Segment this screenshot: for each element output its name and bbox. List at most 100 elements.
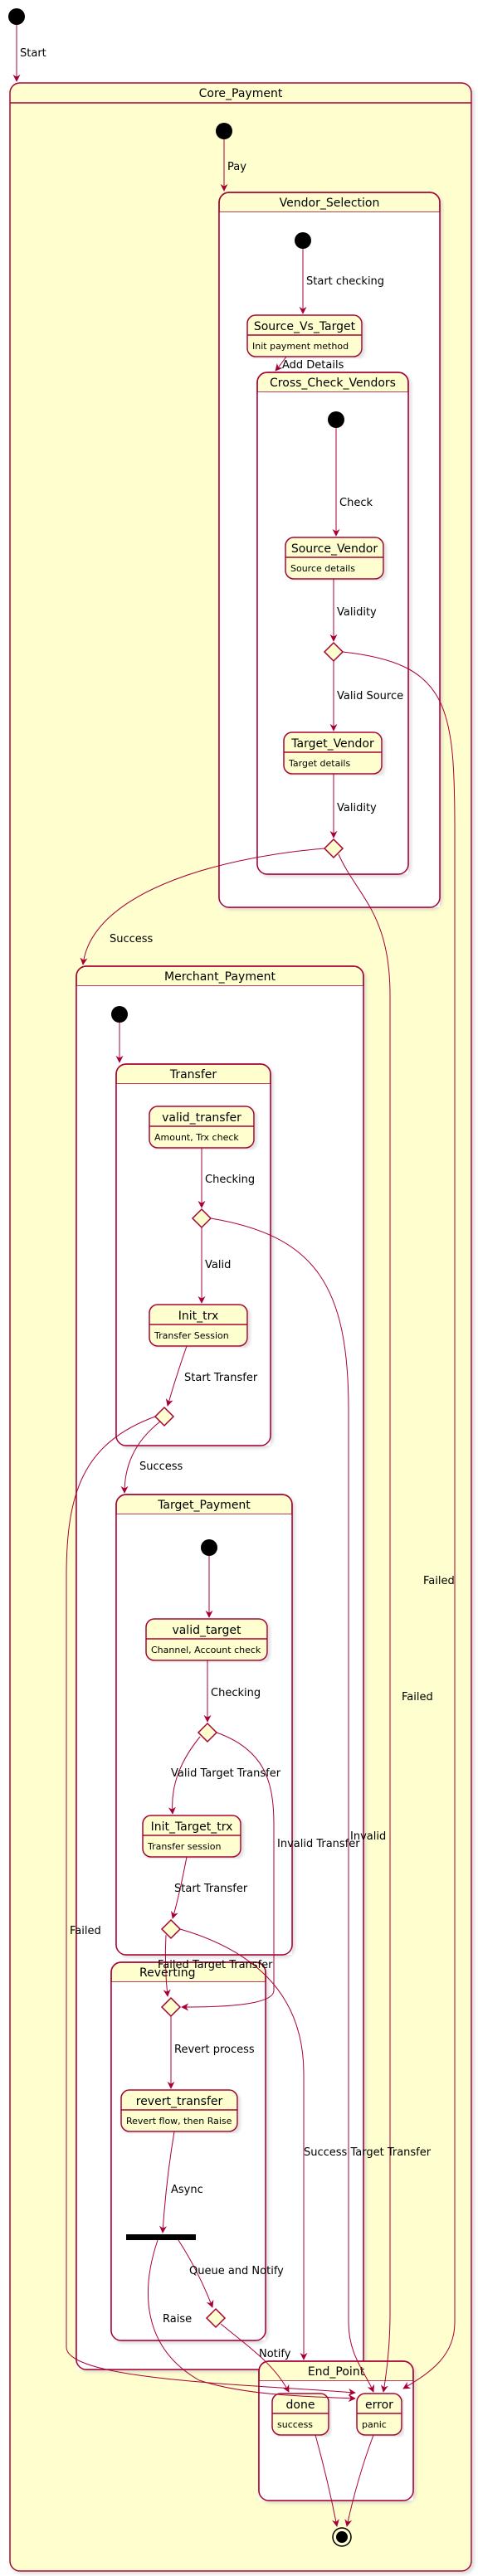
valid-transfer-desc: Amount, Trx check: [154, 1132, 239, 1143]
done-desc: success: [277, 2419, 313, 2430]
final-state: [332, 2527, 352, 2547]
error-desc: panic: [362, 2419, 387, 2430]
state-init-trx: [149, 1304, 248, 1347]
init-trx-desc: Transfer Session: [154, 1330, 229, 1341]
end-point-title: End_Point: [308, 2365, 365, 2379]
initial-state-root: [8, 8, 25, 25]
state-revert-transfer: [120, 2089, 238, 2132]
source-vs-target-desc: Init payment method: [252, 341, 349, 352]
initial-state-core-payment: [216, 123, 232, 139]
label-start-transfer: Start Transfer: [184, 1372, 258, 1384]
initial-state-merchant-payment: [111, 1006, 128, 1023]
init-trx-name: Init_trx: [178, 1310, 219, 1323]
label-success-target-transfer: Success Target Transfer: [304, 2146, 432, 2159]
initial-state-vendor-selection: [295, 232, 311, 249]
edge-failed-vendor: [338, 853, 391, 2393]
init-target-trx-desc: Transfer session: [147, 1841, 221, 1852]
state-valid-target: [145, 1618, 268, 1661]
choice-raise: [205, 2307, 227, 2329]
choice-start-target-transfer: [160, 1918, 182, 1940]
label-add-details: Add Details: [282, 359, 344, 372]
state-error: [356, 2393, 402, 2436]
core-payment-title: Core_Payment: [199, 87, 283, 100]
fork-bar-async: [126, 2234, 196, 2240]
label-queue-and-notify: Queue and Notify: [189, 2265, 284, 2277]
merchant-payment-title: Merchant_Payment: [164, 970, 276, 984]
label-valid-source: Valid Source: [337, 690, 403, 702]
label-check: Check: [339, 497, 373, 509]
label-valid: Valid: [205, 1259, 231, 1271]
revert-transfer-desc: Revert flow, then Raise: [126, 2116, 232, 2126]
edge-valid-target-transfer: [168, 1736, 201, 1815]
label-validity-target: Validity: [337, 802, 377, 814]
reverting-title: Reverting: [139, 1966, 196, 1980]
init-target-trx-name: Init_Target_trx: [151, 1820, 233, 1834]
composite-cross-check-vendors: Cross_Check_Vendors: [256, 372, 409, 875]
label-failed-source: Failed: [423, 1575, 455, 1587]
edge-raise-error: [148, 2239, 356, 2403]
edge-success: [80, 848, 325, 965]
error-name: error: [365, 2399, 393, 2412]
label-start-target-transfer: Start Transfer: [174, 1883, 248, 1895]
label-checking-transfer: Checking: [205, 1174, 255, 1186]
label-raise: Raise: [163, 2313, 192, 2326]
choice-start-transfer: [154, 1406, 175, 1427]
edge-invalid-transfer: [181, 1732, 275, 2011]
edge-notify: [220, 2323, 290, 2393]
edge-async: [159, 2131, 175, 2233]
source-vs-target-name: Source_Vs_Target: [254, 320, 356, 333]
edge-add-details: [275, 356, 287, 372]
valid-target-desc: Channel, Account check: [151, 1645, 261, 1655]
edge-error-final: [344, 2434, 374, 2527]
initial-state-cross-check: [328, 411, 344, 428]
edge-failed-source: [342, 651, 456, 2389]
revert-transfer-name: revert_transfer: [136, 2095, 223, 2108]
state-source-vendor: [285, 537, 384, 580]
label-validity-source: Validity: [337, 606, 377, 619]
label-failed-transfer: Failed: [70, 1925, 101, 1937]
label-invalid-transfer: Invalid Transfer: [277, 1838, 360, 1850]
edge-failed-target-transfer: [163, 1934, 171, 1997]
done-name: done: [286, 2399, 315, 2412]
label-start: Start: [20, 47, 46, 60]
label-failed-target-transfer: Failed Target Transfer: [158, 1959, 273, 1971]
label-success: Success: [110, 933, 154, 945]
edge-done-final: [315, 2434, 339, 2527]
valid-target-name: valid_target: [172, 1624, 241, 1637]
label-success-transfer: Success: [139, 1461, 183, 1473]
vendor-selection-title: Vendor_Selection: [280, 197, 380, 210]
label-pay: Pay: [227, 161, 246, 173]
cross-check-vendors-title: Cross_Check_Vendors: [270, 377, 396, 390]
label-failed-vendor: Failed: [402, 1691, 433, 1704]
state-init-target-trx: [142, 1815, 241, 1858]
choice-target-check: [197, 1722, 218, 1743]
edge-success-target-transfer: [179, 1928, 308, 2360]
label-invalid: Invalid: [350, 1830, 386, 1843]
label-start-checking: Start checking: [306, 275, 384, 288]
edge-success-transfer: [120, 1421, 161, 1494]
edge-queue-notify: [178, 2239, 214, 2308]
edge-failed-transfer: [66, 1416, 356, 2396]
target-vendor-desc: Target details: [288, 758, 350, 769]
valid-transfer-name: valid_transfer: [162, 1111, 241, 1125]
label-checking-target: Checking: [211, 1687, 261, 1699]
label-revert-process: Revert process: [174, 2044, 255, 2056]
source-vendor-desc: Source details: [290, 563, 355, 574]
label-valid-target-transfer: Valid Target Transfer: [171, 1767, 281, 1780]
state-source-vs-target: [246, 314, 363, 357]
source-vendor-name: Source_Vendor: [291, 542, 378, 556]
target-vendor-name: Target_Vendor: [290, 737, 374, 751]
state-target-vendor: [283, 731, 383, 775]
choice-target-validity: [323, 838, 344, 859]
edges: [12, 25, 456, 2527]
target-payment-title: Target_Payment: [157, 1499, 251, 1512]
label-async: Async: [171, 2184, 203, 2196]
edge-start-target-transfer: [171, 1856, 188, 1919]
state-done: [271, 2393, 329, 2436]
transfer-title: Transfer: [169, 1068, 217, 1081]
composite-reverting: Reverting: [110, 1961, 266, 2341]
edge-start-transfer: [165, 1345, 188, 1407]
initial-state-target-payment: [201, 1539, 217, 1556]
edge-invalid: [210, 1218, 375, 2393]
